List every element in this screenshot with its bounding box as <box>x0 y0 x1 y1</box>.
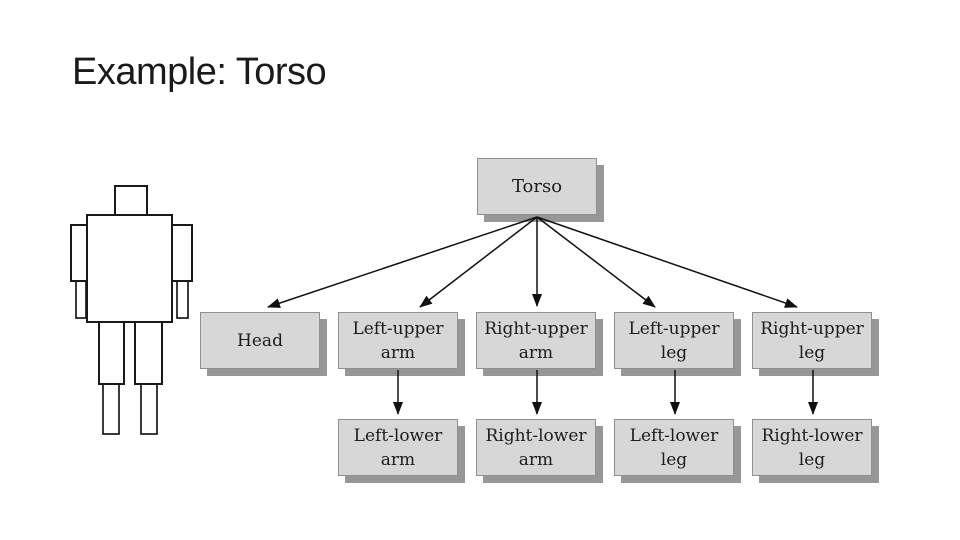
robot-left-upper-arm <box>70 224 91 282</box>
robot-right-lower-arm <box>176 280 189 319</box>
node-left-lower-leg-label-1: Left-lower <box>629 425 719 446</box>
node-left-upper-leg: Left-upper leg <box>614 312 734 369</box>
node-right-upper-arm: Right-upper arm <box>476 312 596 369</box>
node-left-upper-arm-label-1: Left-upper <box>352 318 444 339</box>
node-left-lower-arm-label-2: arm <box>380 449 416 470</box>
node-right-lower-leg-label-1: Right-lower <box>761 425 863 446</box>
edge-torso-left-upper-arm <box>419 216 538 308</box>
node-left-upper-arm-label-2: arm <box>380 342 416 363</box>
robot-right-upper-leg <box>134 321 163 385</box>
node-left-upper-leg-label-1: Left-upper <box>628 318 720 339</box>
node-left-lower-leg: Left-lower leg <box>614 419 734 476</box>
robot-left-lower-leg <box>102 383 120 435</box>
robot-right-lower-leg <box>140 383 158 435</box>
node-torso: Torso <box>477 158 597 215</box>
node-right-upper-arm-label-2: arm <box>518 342 554 363</box>
node-right-upper-leg-label-2: leg <box>798 342 826 363</box>
robot-head <box>114 185 148 217</box>
edge-torso-right-upper-leg <box>536 216 798 308</box>
node-right-lower-arm-label-2: arm <box>518 449 554 470</box>
node-right-lower-arm-label-1: Right-lower <box>485 425 587 446</box>
robot-left-lower-arm <box>75 280 87 319</box>
slide-title: Example: Torso <box>72 51 327 93</box>
robot-torso <box>86 214 173 323</box>
node-torso-label: Torso <box>511 175 563 197</box>
node-left-upper-leg-label-2: leg <box>660 342 688 363</box>
node-right-lower-arm: Right-lower arm <box>476 419 596 476</box>
node-head: Head <box>200 312 320 369</box>
node-left-lower-leg-label-2: leg <box>660 449 688 470</box>
node-head-label: Head <box>237 330 283 351</box>
edge-torso-head <box>267 216 538 308</box>
edge-torso-left-upper-leg <box>536 216 656 308</box>
node-right-upper-leg: Right-upper leg <box>752 312 872 369</box>
node-left-upper-arm: Left-upper arm <box>338 312 458 369</box>
node-left-lower-arm: Left-lower arm <box>338 419 458 476</box>
robot-left-upper-leg <box>98 321 125 385</box>
node-right-upper-leg-label-1: Right-upper <box>760 318 864 339</box>
robot-right-upper-arm <box>171 224 193 282</box>
node-left-lower-arm-label-1: Left-lower <box>353 425 443 446</box>
node-right-lower-leg-label-2: leg <box>798 449 826 470</box>
node-right-upper-arm-label-1: Right-upper <box>484 318 588 339</box>
node-right-lower-leg: Right-lower leg <box>752 419 872 476</box>
